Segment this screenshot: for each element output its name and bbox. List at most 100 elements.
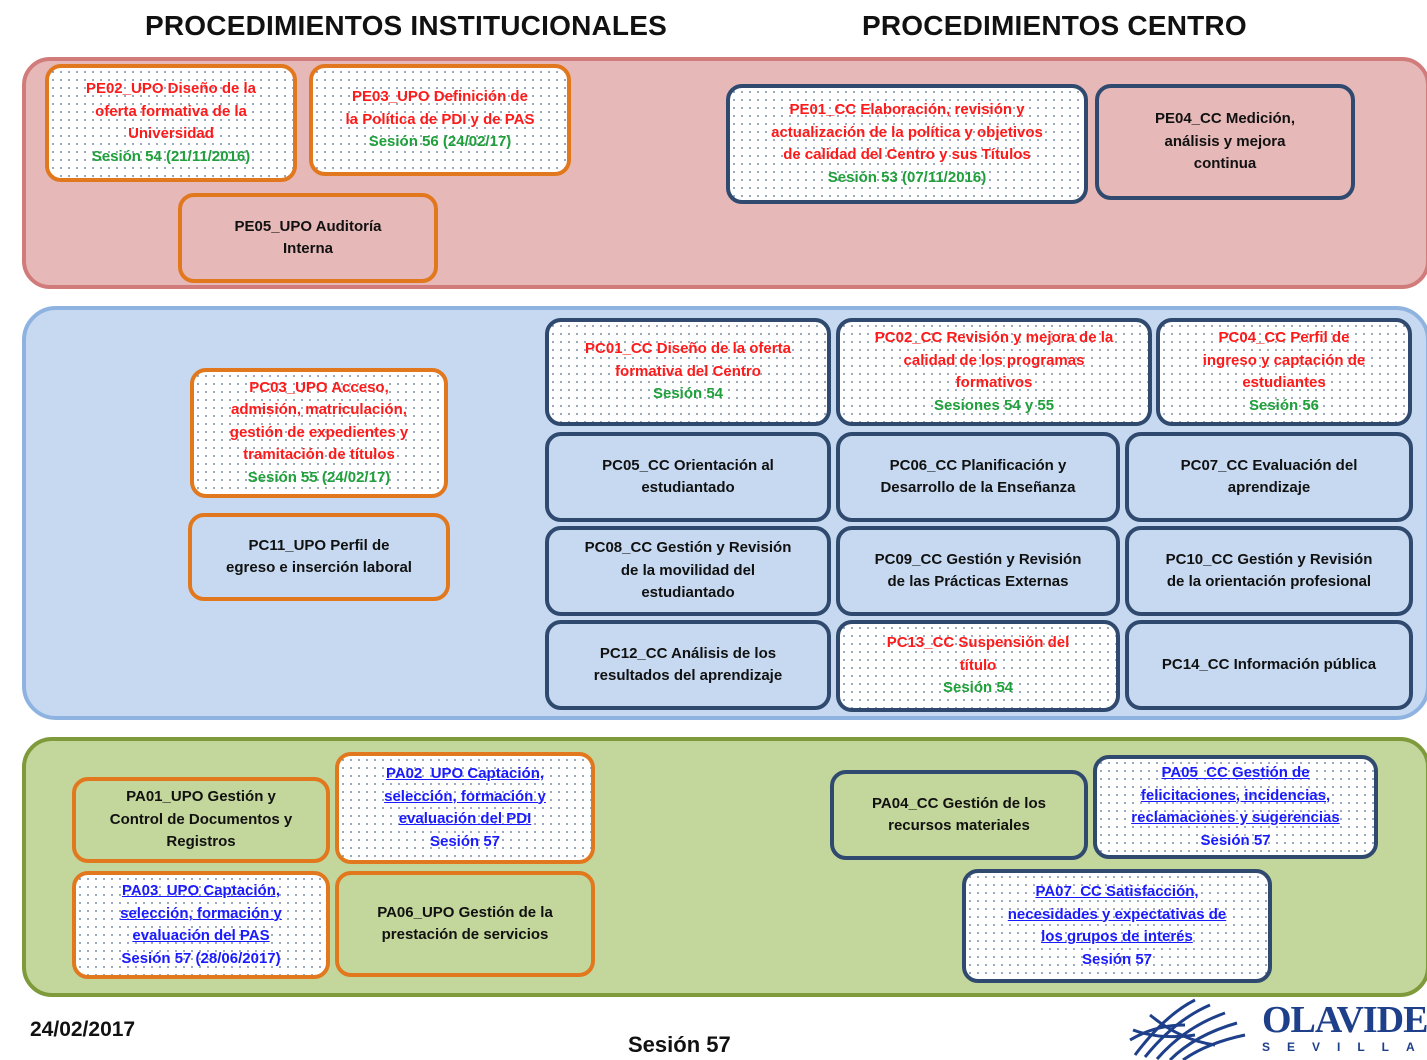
footer-date: 24/02/2017 [30,1018,136,1041]
procedure-label: oferta formativa de la [95,102,247,120]
procedure-label: PC02_CC Revisión y mejora de la [874,329,1114,346]
procedure-pa03[interactable]: PA03_UPO Captación, selección, formación… [72,871,330,979]
procedure-pa04[interactable]: PA04_CC Gestión de los recursos material… [830,770,1088,860]
procedure-label: ingreso y captación de [1202,351,1366,369]
procedure-label: PC10_CC Gestión y Revisión [1165,550,1373,568]
procedure-label: de la orientación profesional [1166,573,1372,590]
session-label: Sesión 54 (21/11/2016) [91,147,251,165]
procedure-label: continua [1193,155,1257,173]
procedure-link[interactable]: selección, formación y [120,904,282,922]
procedure-label: PC01_CC Diseño de la oferta [585,340,791,358]
procedure-link[interactable]: evaluación del PDI [398,810,532,827]
procedure-pa07[interactable]: PA07_CC Satisfacción, necesidades y expe… [962,869,1272,983]
procedure-pe05[interactable]: PE05_UPO Auditoría Interna [178,193,438,283]
footer-session: Sesión 57 [628,1032,731,1057]
procedure-label: PC04_CC Perfil de [1218,329,1350,346]
procedure-link[interactable]: necesidades y expectativas de [1007,905,1227,923]
session-label: Sesiones 54 y 55 [933,396,1055,414]
session-label: Sesión 56 (24/02/17) [368,133,512,151]
procedure-label: de las Prácticas Externas [887,573,1069,590]
procedure-label: estudiantado [641,584,735,602]
session-label: Sesión 53 (07/11/2016) [827,168,987,186]
procedure-label: estudiantado [641,479,735,496]
procedure-label: resultados del aprendizaje [593,667,783,684]
procedure-link[interactable]: PA07_CC Satisfacción, [1035,883,1199,900]
session-label: Sesión 56 [1248,396,1320,414]
procedure-label: de calidad del Centro y sus Títulos [783,146,1031,163]
procedure-pc10[interactable]: PC10_CC Gestión y Revisión de la orienta… [1125,526,1413,616]
procedure-pa02[interactable]: PA02_UPO Captación, selección, formación… [335,752,595,864]
procedure-label: Desarrollo de la Enseñanza [880,479,1076,496]
procedure-pc03[interactable]: PC03_UPO Acceso, admisión, matriculación… [190,368,448,498]
procedure-label: análisis y mejora [1164,132,1286,150]
session-label: Sesión 57 [429,832,501,850]
procedure-label: calidad de los programas [903,351,1085,369]
procedure-link[interactable]: reclamaciones y sugerencias [1131,809,1340,826]
procedure-label: PE05_UPO Auditoría [234,217,382,235]
procedure-pc05[interactable]: PC05_CC Orientación al estudiantado [545,432,831,522]
procedure-label: Registros [166,833,236,851]
logo-wordmark: OLAVIDE [1262,999,1427,1041]
procedure-label: PA06_UPO Gestión de la [377,903,553,921]
procedure-pc13[interactable]: PC13_CC Suspensión del título Sesión 54 [836,620,1120,712]
procedure-label: Control de Documentos y [109,810,293,828]
procedure-label: la Política de PDI y de PAS [345,110,535,128]
procedure-label: título [959,656,997,674]
procedure-link[interactable]: selección, formación y [384,787,546,805]
procedure-label: gestión de expedientes y [229,423,409,441]
procedure-pc12[interactable]: PC12_CC Análisis de los resultados del a… [545,620,831,710]
procedure-pe02[interactable]: PE02_UPO Diseño de la oferta formativa d… [45,64,297,182]
procedure-pc09[interactable]: PC09_CC Gestión y Revisión de las Prácti… [836,526,1120,616]
procedure-pc07[interactable]: PC07_CC Evaluación del aprendizaje [1125,432,1413,522]
procedure-link[interactable]: felicitaciones, incidencias, [1140,786,1331,804]
procedure-label: PE02_UPO Diseño de la [85,80,257,97]
session-label: Sesión 57 [1200,831,1271,849]
procedure-pc06[interactable]: PC06_CC Planificación y Desarrollo de la… [836,432,1120,522]
procedure-label: prestación de servicios [381,926,549,943]
procedure-pc11[interactable]: PC11_UPO Perfil de egreso e inserción la… [188,513,450,601]
university-logo-icon [1129,998,1246,1060]
procedure-pc08[interactable]: PC08_CC Gestión y Revisión de la movilid… [545,526,831,616]
procedure-label: estudiantes [1242,374,1326,391]
procedure-pa01[interactable]: PA01_UPO Gestión y Control de Documentos… [72,777,330,863]
procedure-pc04[interactable]: PC04_CC Perfil de ingreso y captación de… [1156,318,1412,426]
procedure-pc02[interactable]: PC02_CC Revisión y mejora de la calidad … [836,318,1152,426]
procedure-label: PE04_CC Medición, [1154,110,1296,128]
procedure-label: PC09_CC Gestión y Revisión [874,550,1082,568]
procedure-label: PC14_CC Información pública [1161,655,1377,673]
procedure-label: PC03_UPO Acceso, [249,378,389,396]
procedure-label: PA04_CC Gestión de los [872,794,1046,812]
procedure-pc14[interactable]: PC14_CC Información pública [1125,620,1413,710]
procedure-label: PC11_UPO Perfil de [248,536,390,554]
procedure-pa06[interactable]: PA06_UPO Gestión de la prestación de ser… [335,871,595,977]
procedure-label: PC13_CC Suspensión del [886,634,1070,652]
procedure-label: PA01_UPO Gestión y [126,788,276,806]
center-procedures-title: PROCEDIMIENTOS CENTRO [862,10,1247,41]
procedure-label: actualización de la política y objetivos [771,123,1043,141]
procedure-label: Interna [282,240,333,257]
procedure-label: PE03_UPO Definición de [352,88,528,106]
procedure-pe04[interactable]: PE04_CC Medición, análisis y mejora cont… [1095,84,1355,200]
procedure-pc01[interactable]: PC01_CC Diseño de la oferta formativa de… [545,318,831,426]
logo-subtext: SEVILLA [1262,1040,1427,1054]
procedure-pe01[interactable]: PE01_CC Elaboración, revisión y actualiz… [726,84,1088,204]
procedure-link[interactable]: PA05_CC Gestión de [1161,764,1310,781]
procedure-label: de la movilidad del [620,561,756,579]
procedure-pa05[interactable]: PA05_CC Gestión de felicitaciones, incid… [1093,755,1378,859]
procedure-pe03[interactable]: PE03_UPO Definición de la Política de PD… [309,64,571,176]
procedure-label: tramitación de títulos [243,446,395,464]
session-label: Sesión 55 (24/02/17) [247,468,391,486]
session-label: Sesión 54 [652,385,724,403]
procedure-label: PC12_CC Análisis de los [599,644,777,662]
institutional-procedures-title: PROCEDIMIENTOS INSTITUCIONALES [145,10,667,41]
procedure-link[interactable]: PA02_UPO Captación, [385,765,545,782]
procedure-link[interactable]: evaluación del PAS [132,927,270,944]
procedure-label: admisión, matriculación, [231,401,407,419]
procedure-label: formativa del Centro [615,362,761,380]
procedure-label: Universidad [128,125,214,142]
procedure-label: PC06_CC Planificación y [889,456,1067,474]
procedure-label: formativos [955,374,1033,391]
procedure-link[interactable]: los grupos de interés [1041,928,1193,945]
procedure-link[interactable]: PA03_UPO Captación, [121,882,281,899]
procedure-label: egreso e inserción laboral [226,559,412,576]
